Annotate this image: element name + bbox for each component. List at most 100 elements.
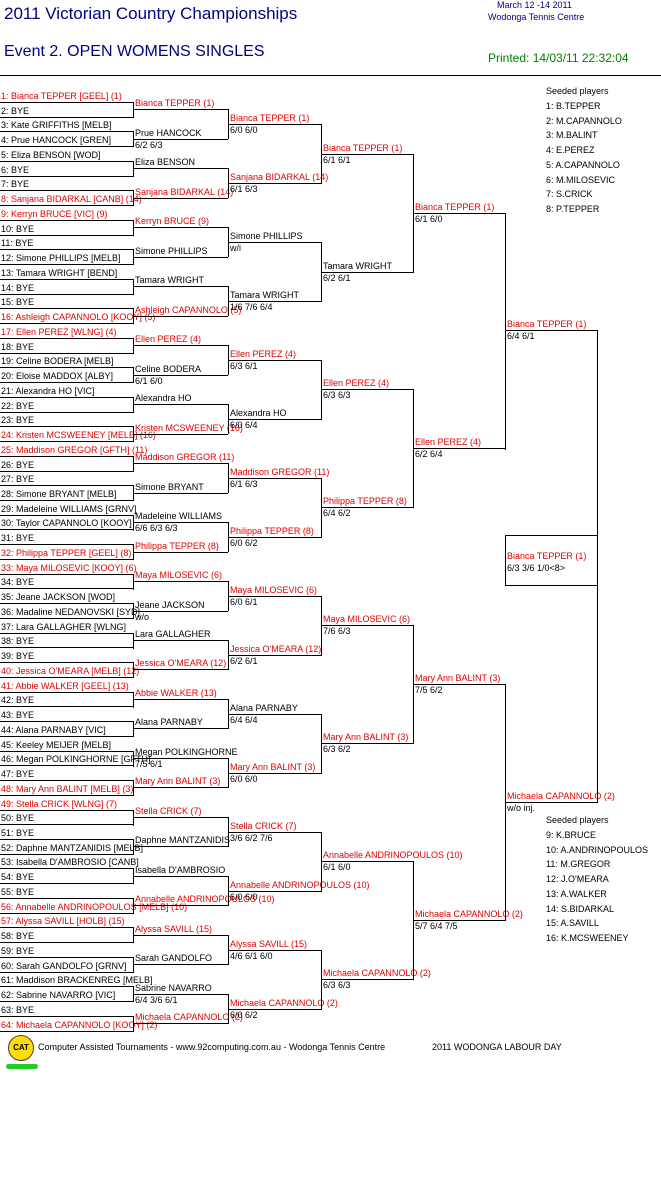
bracket-line [133, 994, 228, 995]
match-winner: Alexandra HO [135, 393, 192, 404]
draw-entry: 22: BYE [1, 400, 35, 411]
match-winner: Bianca TEPPER (1) [415, 201, 495, 212]
draw-entry: 12: Simone PHILLIPS [MELB] [1, 253, 121, 264]
bracket-line [505, 802, 597, 803]
bracket-connector [321, 478, 322, 538]
match-score: 6/2 6/1 [230, 655, 258, 666]
match-winner: Simone PHILLIPS [230, 231, 303, 242]
bracket-connector [321, 714, 322, 774]
draw-entry: 57: Alyssa SAVILL [HOLB] (15) [1, 916, 125, 927]
draw-line [0, 426, 133, 427]
draw-line [0, 367, 133, 368]
bracket-line [228, 714, 321, 715]
match-winner: Sabrine NAVARRO [135, 982, 212, 993]
seed-entry: 2: M.CAPANNOLO [546, 115, 622, 126]
draw-line [0, 927, 133, 928]
draw-line [0, 795, 133, 796]
draw-entry: 15: BYE [1, 297, 35, 308]
match-score: 6/3 6/3 [323, 980, 351, 991]
draw-line [0, 721, 133, 722]
draw-entry: 56: Annabelle ANDRINOPOULOS [MELB] (10) [1, 901, 188, 912]
bracket-line [133, 846, 228, 847]
match-winner: Ellen PEREZ (4) [135, 334, 202, 345]
match-score: 5/7 6/4 7/5 [415, 921, 458, 932]
draw-line [0, 1031, 133, 1032]
match-winner: Jeane JACKSON [135, 599, 205, 610]
bracket-connector [133, 692, 134, 708]
match-score: 7/5 6/1 [135, 758, 163, 769]
match-score: 6/0 6/0 [230, 773, 258, 784]
draw-entry: 49: Stella CRICK [WLNG] (7) [1, 798, 118, 809]
match-winner: Michaela CAPANNOLO (2) [230, 997, 338, 1008]
bracket-connector [133, 662, 134, 678]
bracket-line [133, 935, 228, 936]
bracket-connector [133, 780, 134, 796]
match-winner: Maya MILOSEVIC (6) [323, 614, 411, 625]
draw-line [0, 161, 133, 162]
match-score: 6/2 6/4 [415, 449, 443, 460]
bracket-connector [133, 397, 134, 413]
seed-entry: 9: K.BRUCE [546, 830, 597, 840]
match-score: 4/6 6/1 6/0 [230, 950, 273, 961]
draw-entry: 32: Philippa TEPPER [GEEL] (8) [1, 547, 132, 558]
bracket-connector [133, 839, 134, 855]
draw-line [0, 323, 133, 324]
match-winner: Stella CRICK (7) [230, 820, 297, 831]
cat-logo-icon: CAT [8, 1035, 34, 1061]
draw-entry: 35: Jeane JACKSON [WOD] [1, 592, 116, 603]
draw-line [0, 515, 133, 516]
draw-entry: 48: Mary Ann BALINT [MELB] (3) [1, 783, 134, 794]
draw-line [0, 382, 133, 383]
draw-entry: 27: BYE [1, 474, 35, 485]
seed-entry: 15: A.SAVILL [546, 918, 599, 929]
match-winner: Maya MILOSEVIC (6) [135, 570, 223, 581]
match-score: 1/6 7/6 6/4 [230, 301, 273, 312]
match-winner: Bianca TEPPER (1) [507, 319, 587, 330]
tournament-venue: Wodonga Tennis Centre [488, 12, 585, 22]
draw-line [0, 529, 133, 530]
match-winner: Ellen PEREZ (4) [230, 348, 297, 359]
match-winner: Alyssa SAVILL (15) [230, 938, 308, 949]
bracket-line [133, 109, 228, 110]
draw-line [0, 692, 133, 693]
match-winner: Alana PARNABY [230, 702, 298, 713]
draw-line [0, 603, 133, 604]
draw-line [0, 810, 133, 811]
match-winner: Simone BRYANT [135, 481, 204, 492]
bracket-line [228, 124, 321, 125]
match-winner: Tamara WRIGHT [323, 260, 393, 271]
draw-line [0, 338, 133, 339]
draw-line [0, 898, 133, 899]
match-winner: Philippa TEPPER (8) [135, 540, 219, 551]
draw-line [0, 677, 133, 678]
match-score: 6/1 6/1 [323, 154, 351, 165]
match-score: 6/0 6/1 [230, 596, 258, 607]
draw-line [0, 190, 133, 191]
match-winner: Simone PHILLIPS [135, 245, 208, 256]
bracket-connector [133, 456, 134, 472]
bracket-line [321, 861, 413, 862]
match-winner: Philippa TEPPER (8) [323, 496, 407, 507]
bracket-line [133, 522, 228, 523]
footer-credit: Computer Assisted Tournaments - www.92co… [38, 1042, 386, 1052]
seed-entry: 4: E.PEREZ [546, 145, 595, 156]
match-winner: Michaela CAPANNOLO (2) [323, 968, 431, 979]
bracket-line [228, 655, 321, 656]
draw-line [0, 868, 133, 869]
match-winner: Daphne MANTZANIDIS [135, 835, 231, 846]
match-winner: Bianca TEPPER (1) [323, 142, 403, 153]
bracket-connector [133, 751, 134, 767]
draw-entry: 43: BYE [1, 710, 35, 721]
match-score: 7/6 6/3 [323, 626, 351, 637]
bracket-line [228, 242, 321, 243]
match-winner: Isabella D'AMBROSIO [135, 864, 226, 875]
tournament-date: March 12 -14 2011 [497, 0, 572, 10]
bracket-line [133, 728, 228, 729]
seed-entry: 7: S.CRICK [546, 189, 593, 200]
match-winner: Sanjana BIDARKAL (14) [230, 172, 329, 183]
match-score: 6/1 6/3 [230, 184, 258, 195]
draw-entry: 26: BYE [1, 459, 35, 470]
bracket-line [133, 964, 228, 965]
bracket-connector [133, 898, 134, 914]
draw-entry: 52: Daphne MANTZANIDIS [MELB] [1, 842, 144, 853]
